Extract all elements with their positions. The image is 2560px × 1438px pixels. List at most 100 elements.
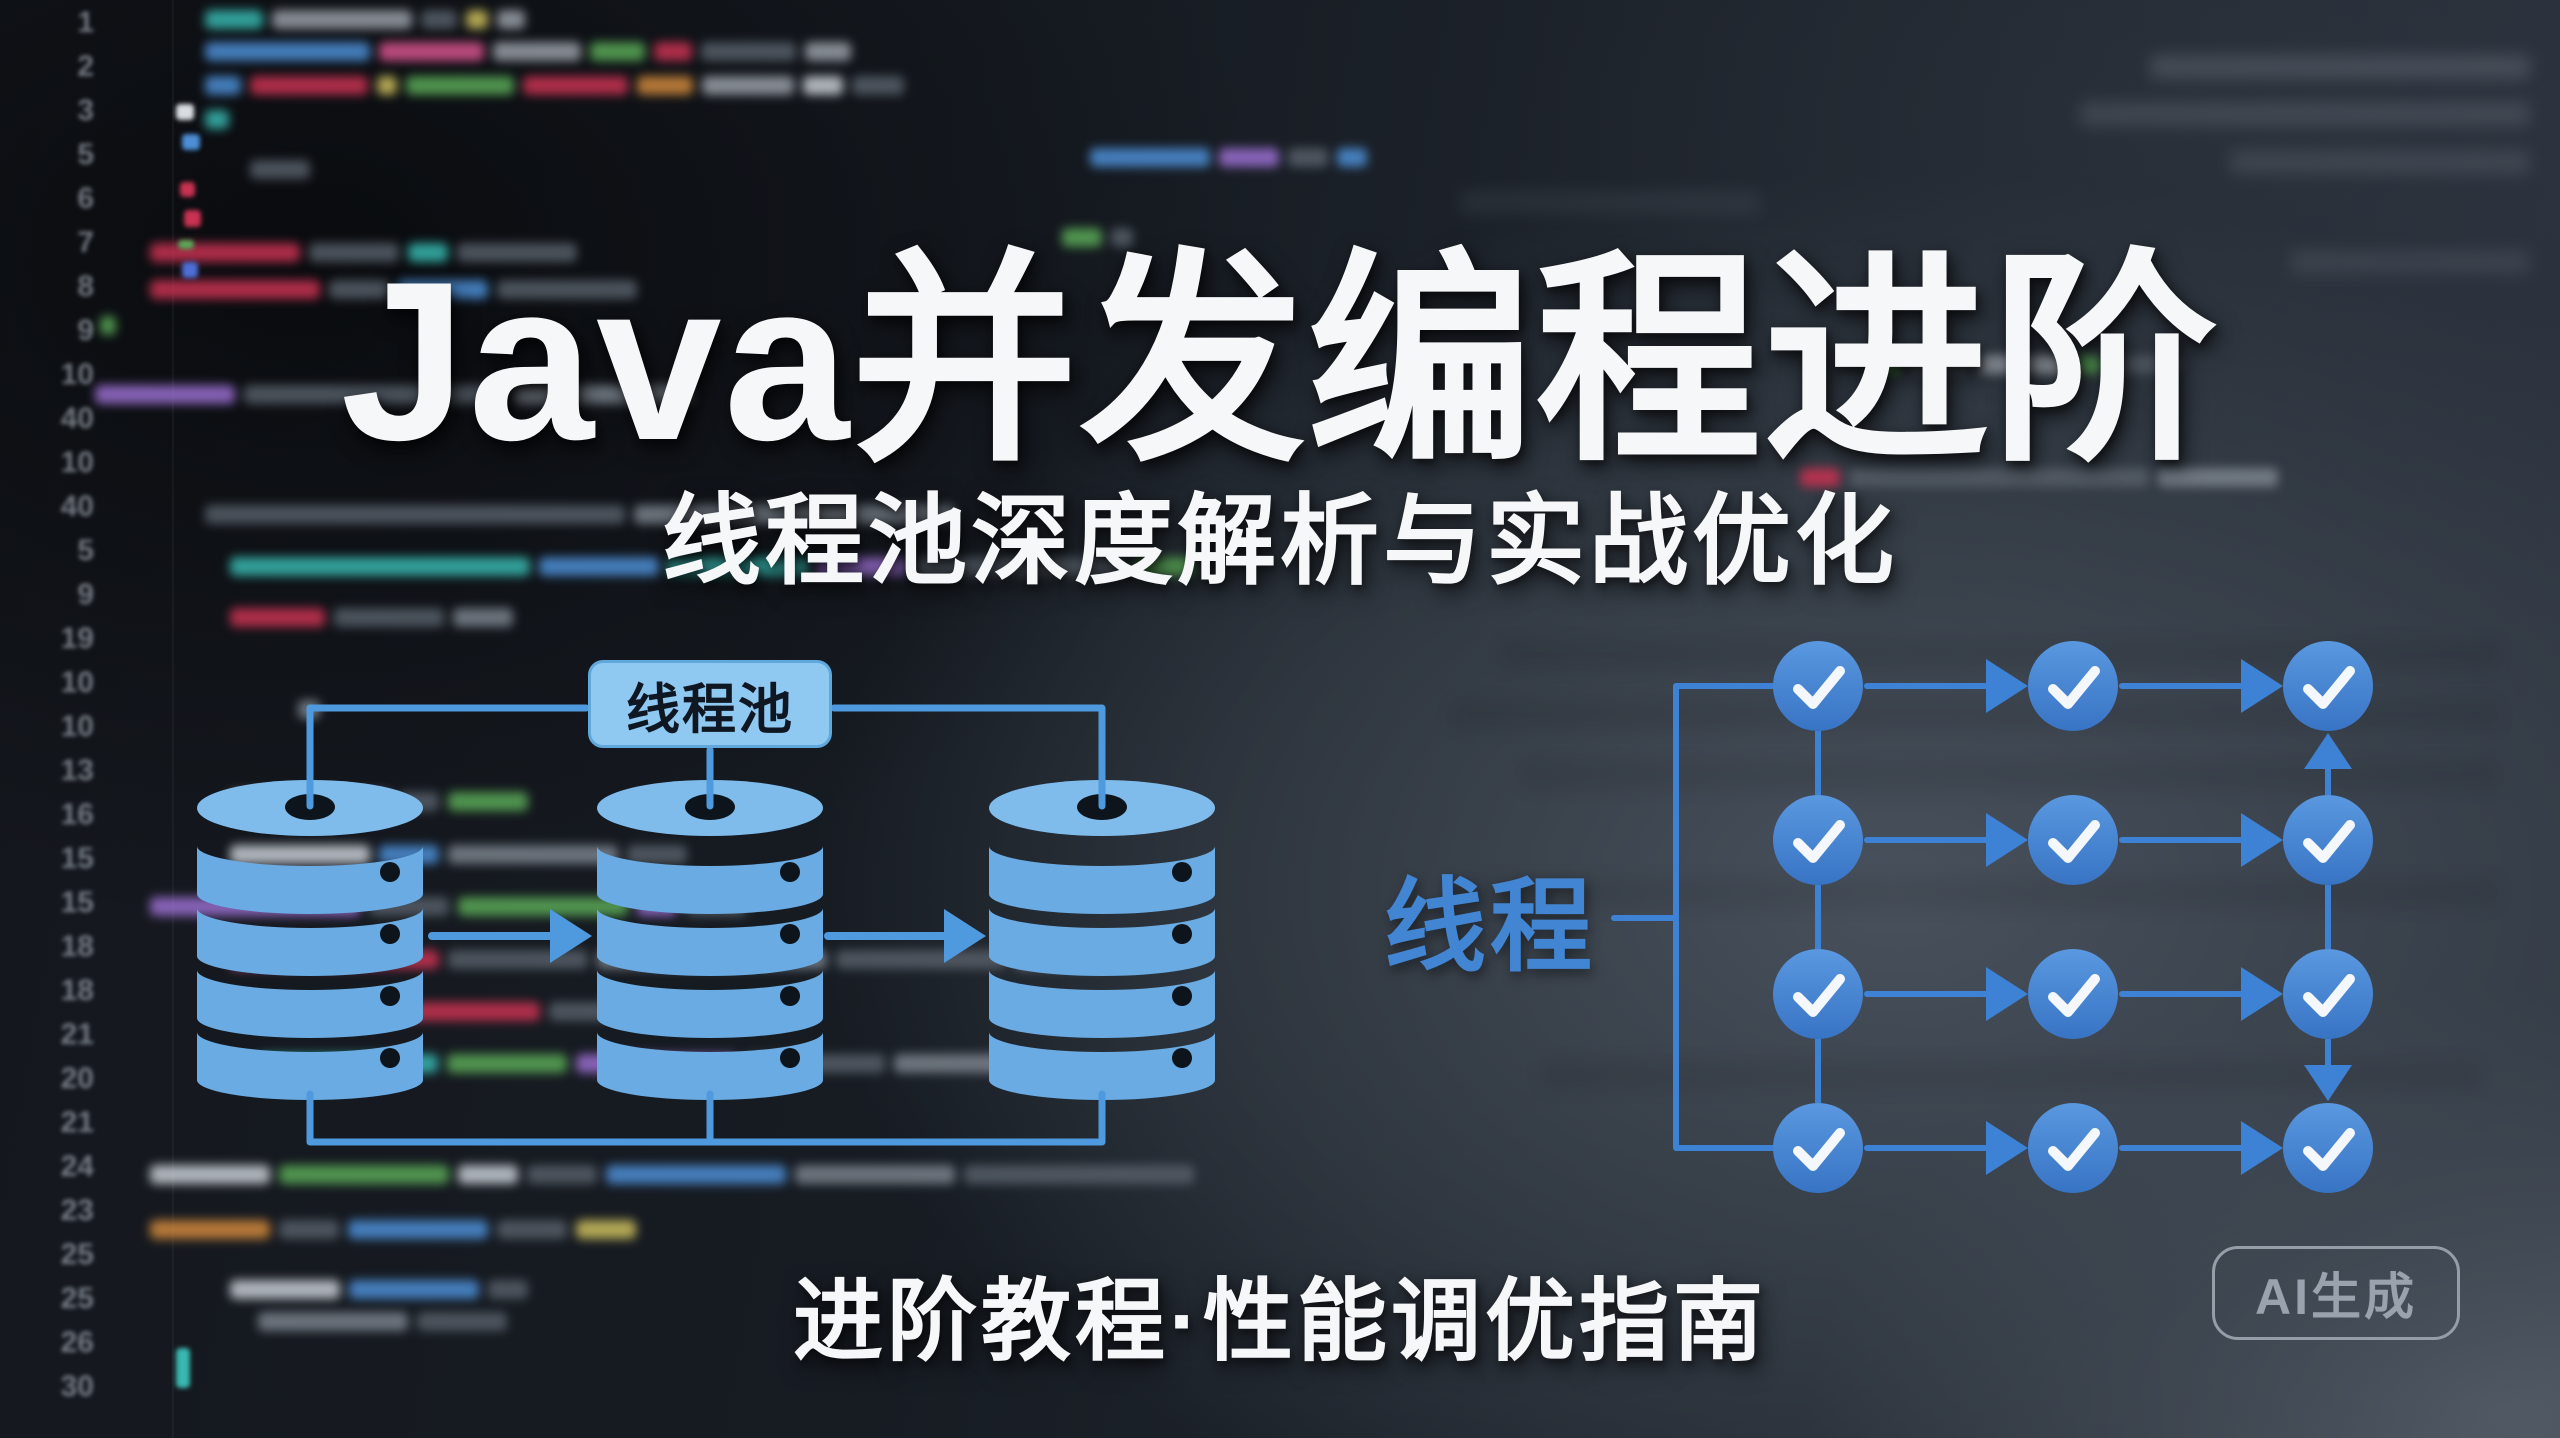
code-token [668,557,808,576]
code-token [150,1165,270,1184]
code-token [453,608,513,627]
check-icon [1793,1128,1845,1171]
code-token [279,1220,339,1239]
blurred-text-row [2150,55,2530,79]
code-token [205,76,241,95]
code-token [513,385,693,404]
code-line [150,1220,645,1239]
check-circle-icon [2283,795,2373,885]
check-icon [2303,1128,2355,1171]
line-number: 5 [77,138,94,171]
code-token [654,42,692,61]
gutter-mark-icon [178,240,194,249]
code-token [150,1220,270,1239]
line-number: 20 [60,1062,94,1095]
code-token [916,557,1126,576]
check-icon [1793,666,1845,709]
cylinder-dot [1172,1048,1192,1068]
page-subtitle: 线程池深度解析与实战优化 [662,485,1898,596]
code-line [95,385,702,404]
thread-label: 线程 [1384,869,1596,984]
blurred-text-row [1460,190,1760,214]
code-token [379,42,484,61]
code-line [205,42,860,61]
code-token [348,1220,488,1239]
code-token [230,1280,340,1299]
line-number: 25 [60,1282,94,1315]
line-number: 21 [60,1018,94,1051]
code-token [377,76,397,95]
code-token [150,280,320,299]
code-token [1062,228,1102,247]
check-circle-icon [2028,1103,2118,1193]
line-number: 30 [60,1370,94,1403]
code-token [250,160,310,179]
code-token [309,243,399,262]
check-circle-icon [2028,641,2118,731]
arrow-right-icon [2119,659,2283,713]
code-token [803,76,843,95]
gutter-mark-icon [180,182,195,197]
database-cylinder-icon [989,780,1215,1100]
cylinder-dot [380,924,400,944]
code-token [1135,557,1195,576]
code-token [817,557,907,576]
line-number: 23 [60,1194,94,1227]
code-token [205,10,263,29]
gutter-mark-icon [182,262,198,278]
code-token [1288,148,1328,167]
code-line [205,10,534,29]
arrow-up-icon [2304,733,2352,769]
code-token [244,385,504,404]
code-token [964,1165,1194,1184]
code-line [1870,355,2189,374]
code-token [230,845,370,864]
code-token [2077,355,2101,374]
cylinder-dot [1172,862,1192,882]
thread-trunk-wire [1673,683,1776,1151]
code-token [894,1054,1014,1073]
code-line [230,845,696,864]
thread-pool-diagram [197,704,1215,1146]
code-token [493,42,581,61]
line-number: 25 [60,1238,94,1271]
check-circle-icon [2028,795,2118,885]
code-token [702,76,794,95]
code-token [523,76,628,95]
arrow-right-icon [824,909,986,963]
code-line [230,1280,537,1299]
code-line [230,608,522,627]
code-token [606,1165,786,1184]
code-token [527,1165,597,1184]
line-number: 1 [77,6,94,39]
check-icon [1793,820,1845,863]
code-token [488,1280,528,1299]
check-circle-icon [1773,949,1863,1039]
code-token [329,280,389,299]
blurred-text-row [2290,250,2530,274]
line-number: 18 [60,974,94,1007]
code-token [1090,148,1210,167]
ai-generated-badge: AI生成 [2212,1246,2460,1340]
line-number: 7 [77,226,94,259]
check-icon [2303,974,2355,1017]
code-token [497,10,525,29]
line-number: 15 [60,842,94,875]
code-token [230,608,325,627]
cylinder-dot [780,986,800,1006]
code-token [852,76,904,95]
code-token [466,10,488,29]
gutter-mark-icon [184,210,201,227]
code-token [1111,228,1133,247]
arrow-right-icon [2119,967,2283,1021]
line-number: 15 [60,886,94,919]
code-line [205,505,963,524]
arrow-right-icon [1864,967,2028,1021]
code-token [1870,355,1900,374]
blurred-text-row [2080,102,2530,126]
arrow-down-icon [2304,1065,2352,1101]
code-line [1090,148,1376,167]
line-number: 16 [60,798,94,831]
